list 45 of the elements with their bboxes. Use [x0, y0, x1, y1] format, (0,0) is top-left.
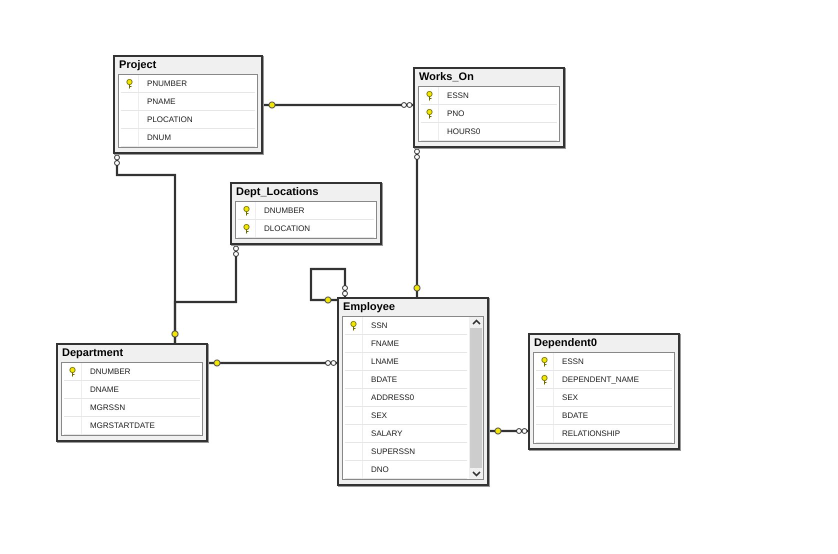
relationship-line [310, 268, 348, 304]
column-name: DNUMBER [263, 206, 304, 215]
column-name: SALARY [370, 429, 402, 438]
column-name: RELATIONSHIP [561, 429, 620, 438]
table-box [413, 67, 565, 148]
column-name: DNAME [89, 385, 119, 394]
table-name: Department [61, 346, 124, 361]
table-name: Dependent0 [533, 336, 598, 351]
table-name: Employee [342, 300, 396, 315]
table-name: Dept_Locations [235, 185, 320, 200]
column-name: ADDRESS0 [370, 393, 414, 402]
column-name: SEX [370, 411, 388, 420]
table-box [113, 55, 263, 154]
column-name: MGRSTARTDATE [89, 421, 155, 430]
table-box [56, 343, 208, 442]
table-name: Project [118, 58, 158, 73]
column-name: DNO [370, 465, 389, 474]
column-name: LNAME [370, 357, 399, 366]
column-name: ESSN [561, 357, 584, 366]
column-name: DNUMBER [89, 367, 130, 376]
table-box [230, 182, 382, 245]
table-name: Works_On [418, 70, 475, 85]
column-name: SEX [561, 393, 578, 402]
relationship-line [207, 359, 337, 367]
column-name: PLOCATION [146, 115, 193, 124]
table-box [528, 333, 680, 450]
column-name: HOURS0 [446, 127, 480, 136]
relationship-line [488, 427, 528, 435]
column-name: ESSN [446, 91, 469, 100]
column-name: SUPERSSN [370, 447, 416, 456]
column-name: BDATE [561, 411, 588, 420]
column-name: FNAME [370, 339, 399, 348]
relationship-line [413, 148, 421, 298]
relationship-line [171, 245, 239, 344]
column-name: BDATE [370, 375, 398, 384]
column-name: SSN [370, 321, 388, 330]
column-name: PNAME [146, 97, 176, 106]
column-name: DLOCATION [263, 224, 310, 233]
column-name: DNUM [146, 133, 171, 142]
relationship-line [262, 101, 413, 109]
column-name: PNO [446, 109, 464, 118]
column-name: MGRSSN [89, 403, 126, 412]
column-name: PNUMBER [146, 79, 188, 88]
table-box [337, 297, 489, 486]
column-name: DEPENDENT_NAME [561, 375, 639, 384]
